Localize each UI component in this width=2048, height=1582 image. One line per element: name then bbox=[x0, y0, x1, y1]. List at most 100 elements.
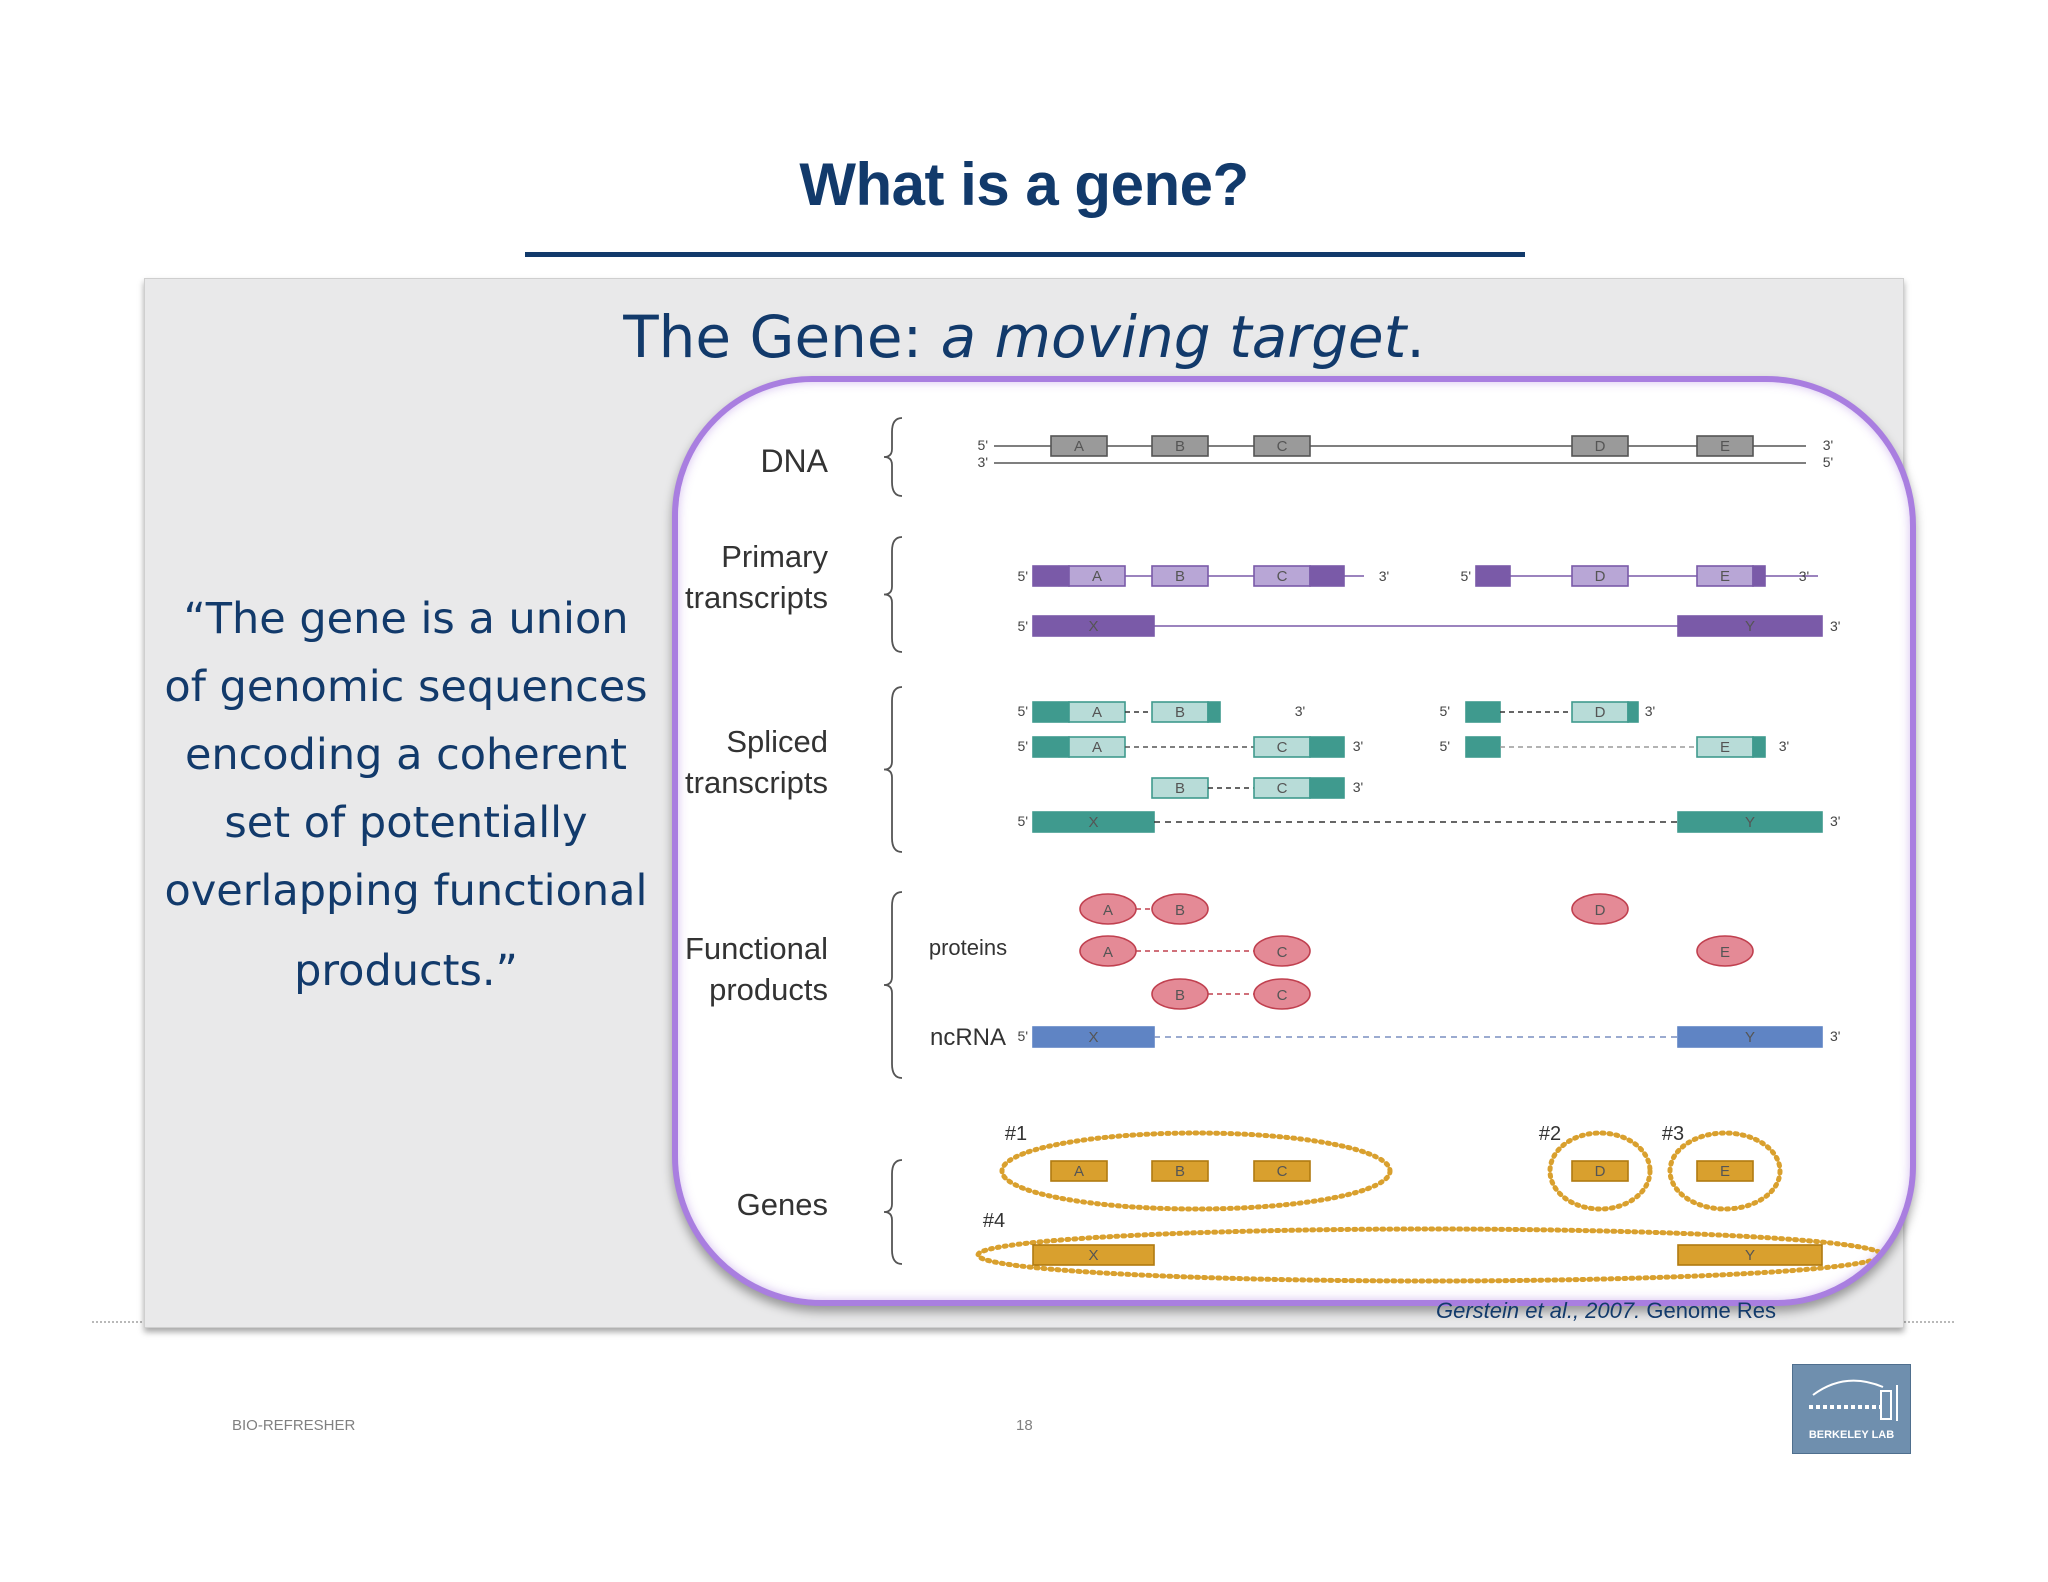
primary-three-prime-2: 3' bbox=[1799, 568, 1809, 584]
quote-line: overlapping functional bbox=[164, 866, 648, 916]
protein-b-1-label: B bbox=[1175, 902, 1185, 919]
gene-exon-a-label: A bbox=[1074, 1163, 1084, 1180]
spliced-exon-x-label: X bbox=[1088, 814, 1098, 831]
row-label-primary: Primary bbox=[721, 539, 828, 574]
gene-definition-quote: “The gene is a union of genomic sequence… bbox=[160, 585, 652, 1005]
spliced-exon-c-1-label: C bbox=[1277, 739, 1288, 756]
gene-number-4: #4 bbox=[983, 1210, 1005, 1232]
spliced-exon-b-1-label: B bbox=[1175, 704, 1185, 721]
spliced-exon-a-2-label: A bbox=[1092, 739, 1102, 756]
gene-1-outline bbox=[999, 1130, 1393, 1212]
primary-five-prime-2: 5' bbox=[1461, 568, 1471, 584]
ncrna-exon-y bbox=[1677, 1026, 1823, 1048]
spliced-three-prime-2: 3' bbox=[1645, 703, 1655, 719]
protein-a-2-label: A bbox=[1103, 944, 1113, 961]
logo-text: BERKELEY LAB bbox=[1808, 1429, 1895, 1441]
primary-exon-d-label: D bbox=[1595, 568, 1606, 585]
spliced-exon-c-tail-1 bbox=[1309, 736, 1345, 758]
gene-exon-y-label: Y bbox=[1745, 1247, 1755, 1264]
gene-exon-e-label: E bbox=[1720, 1163, 1730, 1180]
gene-exon-a bbox=[1050, 1160, 1108, 1182]
dna-five-prime: 5' bbox=[978, 437, 988, 453]
quote-line: encoding a coherent bbox=[184, 730, 628, 780]
dna-exon-c bbox=[1253, 435, 1311, 457]
protein-c-1 bbox=[1253, 935, 1311, 967]
protein-d-label: D bbox=[1595, 902, 1606, 919]
primary-five-prime: 5' bbox=[1018, 568, 1028, 584]
primary-exon-c-tail bbox=[1309, 565, 1345, 587]
brace-genes bbox=[883, 1159, 903, 1265]
citation: Gerstein et al., 2007. Genome Res bbox=[1436, 1298, 1776, 1324]
spliced-exon-e-tail bbox=[1752, 736, 1766, 758]
spliced-three-prime-5: 3' bbox=[1353, 779, 1363, 795]
quote-line: set of potentially bbox=[224, 798, 588, 848]
spliced-exon-y-label: Y bbox=[1745, 814, 1755, 831]
dna-exon-e-label: E bbox=[1720, 438, 1730, 455]
dna-three-prime: 3' bbox=[978, 454, 988, 470]
citation-authors: Gerstein et al., 2007. bbox=[1436, 1298, 1641, 1323]
gene-exon-c-label: C bbox=[1277, 1163, 1288, 1180]
gene-2-outline bbox=[1547, 1130, 1653, 1212]
gene-exon-b-label: B bbox=[1175, 1163, 1185, 1180]
spliced-five-prime-3: 5' bbox=[1018, 738, 1028, 754]
gene-number-2: #2 bbox=[1539, 1123, 1561, 1145]
protein-c-2-label: C bbox=[1277, 987, 1288, 1004]
dna-exon-e bbox=[1696, 435, 1754, 457]
spliced-three-prime-4: 3' bbox=[1779, 738, 1789, 754]
spliced-exon-d-tail bbox=[1627, 701, 1639, 723]
spliced-exon-d-label: D bbox=[1595, 704, 1606, 721]
protein-c-1-label: C bbox=[1277, 944, 1288, 961]
gene-number-3: #3 bbox=[1662, 1123, 1684, 1145]
row-label-genes: Genes bbox=[737, 1187, 828, 1222]
title-underline bbox=[525, 252, 1525, 257]
spliced-five-prime-4: 5' bbox=[1440, 738, 1450, 754]
primary-exon-c-label: C bbox=[1277, 568, 1288, 585]
quote-line: products.” bbox=[294, 946, 518, 996]
spliced-exon-b-2-label: B bbox=[1175, 780, 1185, 797]
dna-three-prime-end: 3' bbox=[1823, 437, 1833, 453]
protein-b-2-label: B bbox=[1175, 987, 1185, 1004]
lab-building-icon bbox=[1809, 1379, 1898, 1421]
brace-dna bbox=[883, 417, 903, 497]
protein-b-1 bbox=[1151, 893, 1209, 925]
dna-five-prime-end: 5' bbox=[1823, 454, 1833, 470]
spliced-five-prime-1: 5' bbox=[1018, 703, 1028, 719]
brace-primary bbox=[883, 536, 903, 653]
ncrna-exon-x-label: X bbox=[1088, 1029, 1098, 1046]
gene-exon-d bbox=[1571, 1160, 1629, 1182]
primary-exon-y-label: Y bbox=[1745, 618, 1755, 635]
slide-subtitle: The Gene: a moving target. bbox=[0, 303, 2048, 371]
gene-exon-c bbox=[1253, 1160, 1311, 1182]
spliced-exon-c-2-label: C bbox=[1277, 780, 1288, 797]
primary-five-prime-3: 5' bbox=[1018, 618, 1028, 634]
primary-exon-start bbox=[1032, 565, 1070, 587]
primary-exon-a bbox=[1068, 565, 1126, 587]
spliced-five-prime-2: 5' bbox=[1440, 703, 1450, 719]
spliced-exon-a-1-label: A bbox=[1092, 704, 1102, 721]
spliced-exon-start-2 bbox=[1465, 701, 1501, 723]
ncrna-exon-y-label: Y bbox=[1745, 1029, 1755, 1046]
brace-spliced bbox=[883, 686, 903, 853]
protein-c-2 bbox=[1253, 978, 1311, 1010]
row-label-dna: DNA bbox=[760, 443, 828, 479]
primary-exon-d bbox=[1571, 565, 1629, 587]
protein-e bbox=[1696, 935, 1754, 967]
gene-exon-d-label: D bbox=[1595, 1163, 1606, 1180]
citation-journal: Genome Res bbox=[1640, 1298, 1776, 1323]
dna-exon-b-label: B bbox=[1175, 438, 1185, 455]
page-number: 18 bbox=[1016, 1417, 1033, 1434]
spliced-three-prime-1: 3' bbox=[1295, 703, 1305, 719]
row-label-spliced: Spliced bbox=[726, 724, 828, 759]
ncrna-three-prime: 3' bbox=[1830, 1028, 1840, 1044]
ncrna-five-prime: 5' bbox=[1018, 1028, 1028, 1044]
gene-exon-b bbox=[1151, 1160, 1209, 1182]
berkeley-lab-logo: BERKELEY LAB bbox=[1792, 1364, 1911, 1454]
primary-exon-x bbox=[1032, 615, 1155, 637]
dna-exon-d bbox=[1571, 435, 1629, 457]
dna-exon-a-label: A bbox=[1074, 438, 1084, 455]
brace-functional bbox=[883, 891, 903, 1079]
row-label-primary: transcripts bbox=[685, 580, 828, 615]
dna-exon-b bbox=[1151, 435, 1209, 457]
spliced-exon-b-tail bbox=[1207, 701, 1221, 723]
